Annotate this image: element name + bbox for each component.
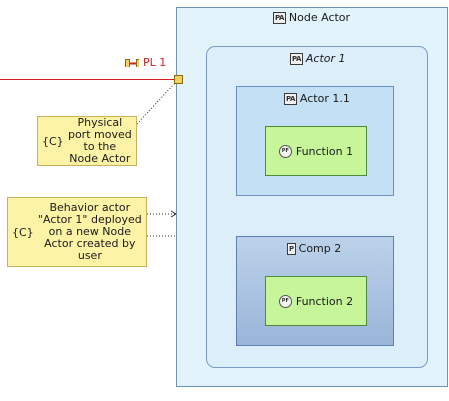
physical-actor-icon: PA: [284, 92, 297, 105]
constraint-prefix: {C}: [12, 225, 34, 239]
function-2-label: Function 2: [295, 294, 354, 308]
constraint-note-2[interactable]: {C} Behavior actor "Actor 1" deployed on…: [7, 197, 147, 267]
physical-link-icon: [125, 58, 139, 67]
physical-component-icon: P: [287, 242, 296, 255]
comp-2-title: P Comp 2: [287, 242, 341, 255]
actor-1-label: Actor 1: [305, 52, 346, 65]
physical-actor-icon: PA: [273, 11, 286, 24]
physical-actor-icon: PA: [290, 52, 303, 65]
node-actor-title: PA Node Actor: [273, 11, 350, 24]
function-2-box[interactable]: PF Function 2: [265, 276, 367, 326]
note-1-connector: [136, 83, 175, 125]
actor-1-1-label: Actor 1.1: [299, 92, 350, 105]
function-1-label: Function 1: [295, 144, 354, 158]
physical-port[interactable]: [174, 75, 183, 84]
physical-link-label[interactable]: PL 1: [125, 56, 166, 69]
note-1-text: Physical port moved to the Node Actor: [67, 116, 132, 165]
comp-2-label: Comp 2: [298, 242, 342, 255]
actor-1-1-title: PA Actor 1.1: [284, 92, 350, 105]
function-1-box[interactable]: PF Function 1: [265, 126, 367, 176]
physical-function-icon: PF: [278, 294, 292, 308]
physical-link-text: PL 1: [143, 56, 167, 69]
actor-1-title: PA Actor 1: [290, 52, 346, 65]
constraint-prefix: {C}: [42, 134, 64, 148]
node-actor-label: Node Actor: [288, 11, 351, 24]
note-2-text: Behavior actor "Actor 1" deployed on a n…: [37, 201, 142, 262]
physical-function-icon: PF: [278, 144, 292, 158]
constraint-note-1[interactable]: {C} Physical port moved to the Node Acto…: [37, 116, 137, 166]
